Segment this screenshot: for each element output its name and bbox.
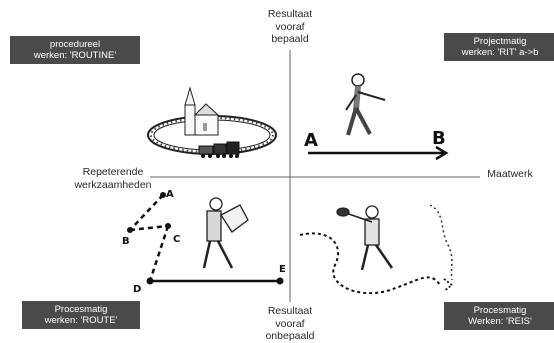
quadrant-rit-box: Projectmatig werken: 'RIT' a->b bbox=[444, 33, 554, 61]
axis-bottom-label: Resultaat vooraf onbepaald bbox=[265, 305, 315, 342]
church-icon bbox=[184, 86, 220, 136]
axis-top-label: Resultaat vooraf bepaald bbox=[267, 8, 313, 45]
route-point-b: B bbox=[122, 236, 130, 247]
route-point-d: D bbox=[133, 284, 141, 295]
route-point-c: C bbox=[173, 234, 180, 245]
steam-train-icon bbox=[198, 141, 240, 158]
hiker-with-map-icon bbox=[202, 197, 249, 269]
quadrant-routine-box: procedureel werken: 'ROUTINE' bbox=[10, 36, 140, 64]
reis-dotted-path-branch bbox=[429, 204, 453, 281]
traveler-with-bundle-icon bbox=[336, 205, 394, 271]
route-point-e: E bbox=[279, 264, 286, 275]
rit-start-letter: A bbox=[304, 130, 318, 151]
rit-end-letter: B bbox=[432, 128, 446, 149]
route-point-a: A bbox=[166, 189, 174, 200]
walking-man-icon bbox=[345, 73, 386, 136]
quadrant-route-box: Procesmatig werken: 'ROUTE' bbox=[22, 301, 140, 329]
quadrant-reis-box: Procesmatig Werken: 'REIS' bbox=[444, 302, 554, 330]
route-path bbox=[127, 192, 284, 285]
axis-right-label: Maatwerk bbox=[487, 168, 533, 180]
axis-left-label: Repeterende werkzaamheden bbox=[74, 166, 152, 191]
